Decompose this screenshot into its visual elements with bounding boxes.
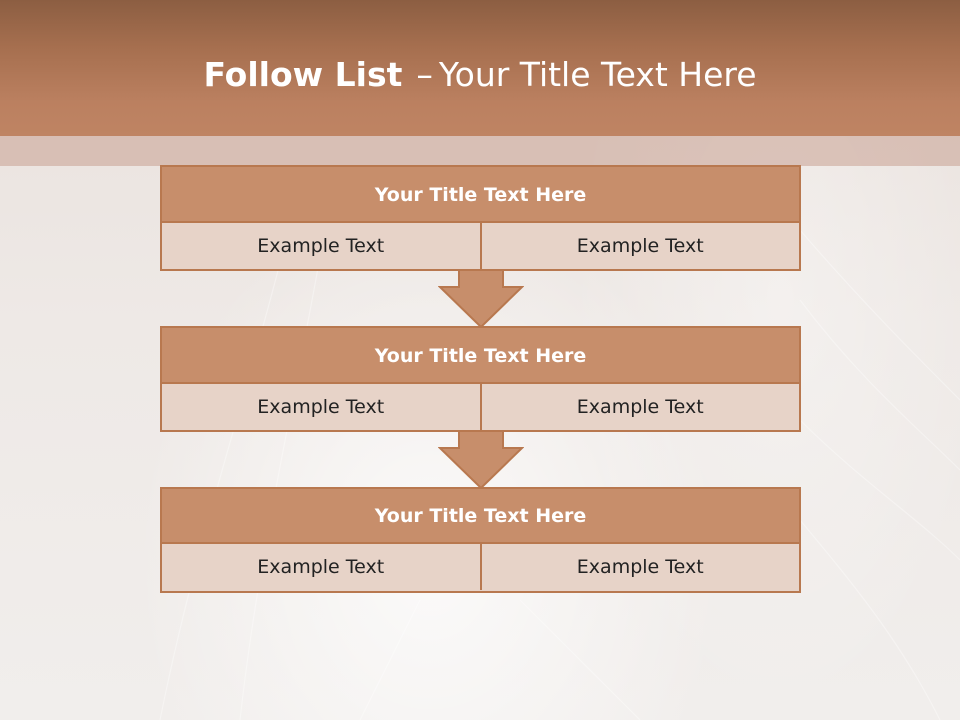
- down-arrow-icon: [438, 269, 524, 329]
- block-cell-right: Example Text: [479, 223, 800, 269]
- block-row: Example Text Example Text: [162, 223, 799, 269]
- list-block-3: Your Title Text Here Example Text Exampl…: [160, 487, 801, 593]
- down-arrow-icon: [438, 430, 524, 490]
- block-cell-left: Example Text: [257, 556, 385, 578]
- slide-title-bold: Follow List: [203, 55, 403, 94]
- header-strip: [0, 136, 960, 166]
- slide-title: Follow List–Your Title Text Here: [0, 54, 960, 96]
- block-cell-right: Example Text: [479, 384, 800, 430]
- slide-header: [0, 0, 960, 136]
- block-title: Your Title Text Here: [162, 489, 799, 544]
- list-block-1: Your Title Text Here Example Text Exampl…: [160, 165, 801, 271]
- list-block-2: Your Title Text Here Example Text Exampl…: [160, 326, 801, 432]
- block-title: Your Title Text Here: [162, 167, 799, 223]
- block-cell-right: Example Text: [479, 544, 800, 590]
- block-row: Example Text Example Text: [162, 384, 799, 430]
- block-row: Example Text Example Text: [162, 544, 799, 590]
- slide-title-dash: –: [416, 55, 433, 94]
- slide-title-rest: Your Title Text Here: [438, 55, 757, 94]
- block-cell-left: Example Text: [257, 235, 385, 257]
- block-cell-left: Example Text: [257, 396, 385, 418]
- block-title: Your Title Text Here: [162, 328, 799, 384]
